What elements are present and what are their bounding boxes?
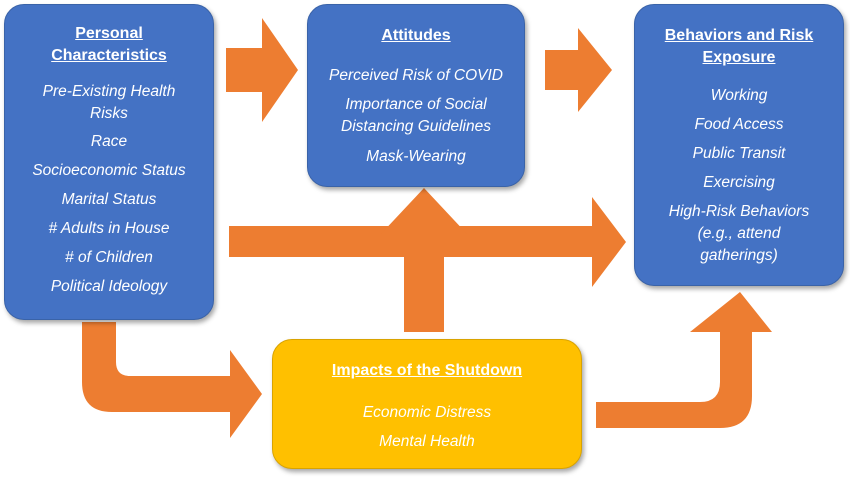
behaviors-box: Behaviors and Risk Exposure Working Food…: [634, 4, 844, 286]
item-adults-in-house: # Adults in House: [48, 220, 170, 237]
item-high-risk-behaviors: High-Risk Behaviors (e.g., attend gather…: [668, 203, 810, 264]
attitudes-box: Attitudes Perceived Risk of COVID Import…: [307, 4, 525, 187]
arrow-personal-to-shutdown: [82, 322, 262, 438]
personal-characteristics-title: Personal Characteristics: [51, 25, 167, 64]
item-economic-distress: Economic Distress: [362, 404, 492, 421]
arrow-shutdown-to-behaviors: [596, 292, 772, 428]
shutdown-title: Impacts of the Shutdown: [331, 362, 523, 379]
item-number-of-children: # of Children: [65, 249, 153, 266]
item-exercising: Exercising: [703, 174, 775, 191]
arrow-personal-to-attitudes: [226, 18, 298, 122]
item-socioeconomic-status: Socioeconomic Status: [32, 162, 186, 179]
item-mask-wearing: Mask-Wearing: [366, 148, 466, 165]
item-working: Working: [710, 87, 768, 104]
item-public-transit: Public Transit: [692, 145, 786, 162]
item-pre-existing-health-risks: Pre-Existing Health Risks: [42, 83, 176, 122]
item-race: Race: [90, 133, 128, 150]
item-marital-status: Marital Status: [61, 191, 157, 208]
attitudes-title: Attitudes: [381, 27, 451, 44]
item-political-ideology: Political Ideology: [50, 278, 168, 295]
behaviors-title: Behaviors and Risk Exposure: [664, 27, 814, 66]
shutdown-box: Impacts of the Shutdown Economic Distres…: [272, 339, 582, 469]
arrow-attitudes-to-behaviors: [545, 28, 612, 112]
arrow-shutdown-to-attitudes: [380, 188, 468, 332]
item-perceived-risk: Perceived Risk of COVID: [329, 67, 503, 84]
item-food-access: Food Access: [694, 116, 784, 133]
personal-characteristics-box: Personal Characteristics Pre-Existing He…: [4, 4, 214, 320]
item-mental-health: Mental Health: [379, 433, 475, 450]
item-social-distancing: Importance of Social Distancing Guidelin…: [341, 96, 491, 135]
